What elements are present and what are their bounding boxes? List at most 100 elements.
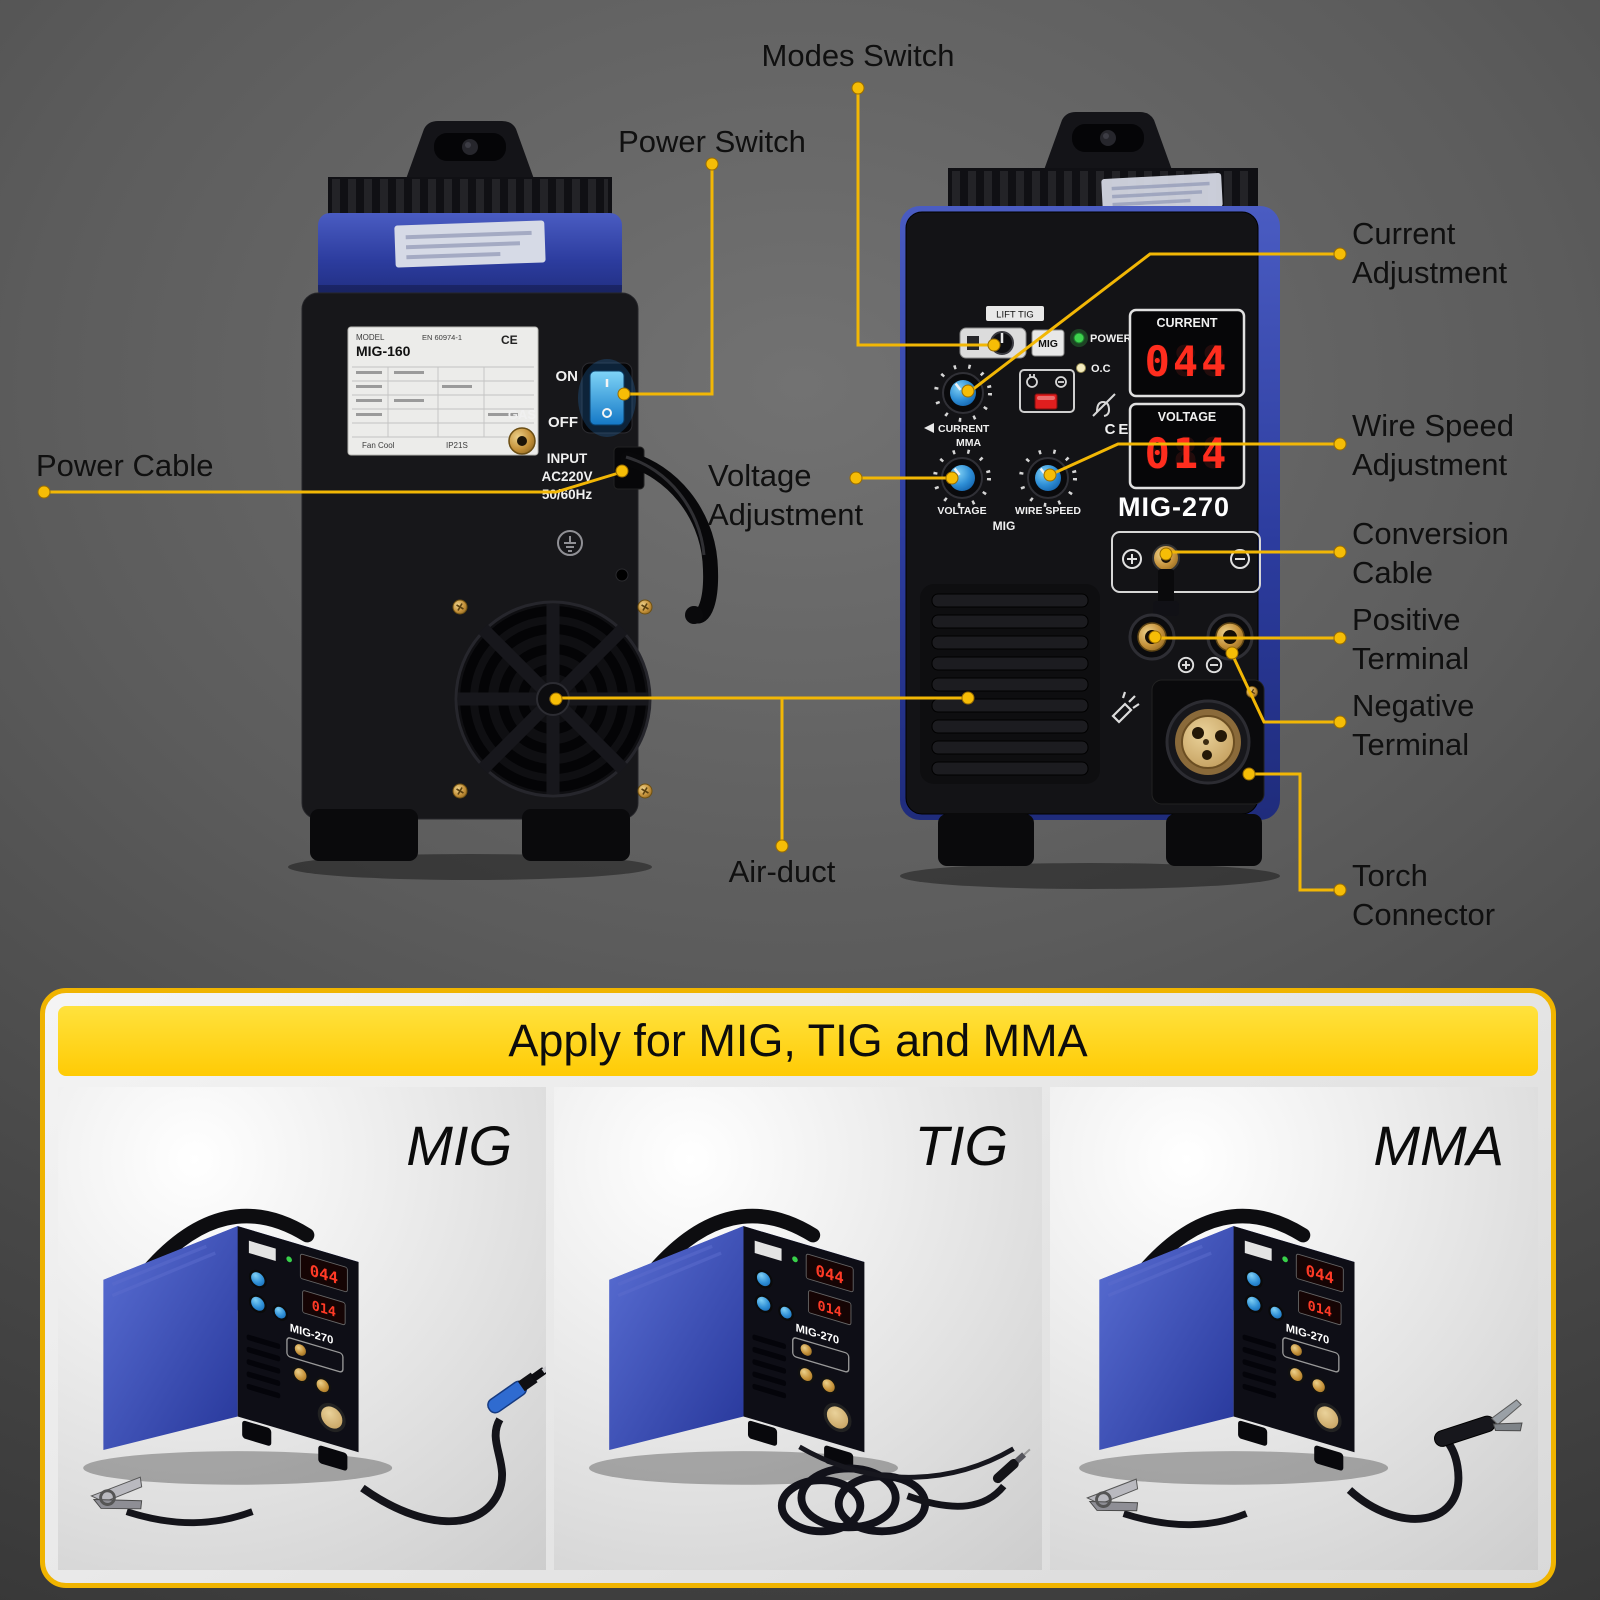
mig-switch-label: MIG (1038, 338, 1058, 350)
callout-voltage-adjustment: Voltage Adjustment (708, 456, 863, 534)
screw-icon (1245, 685, 1259, 699)
callout-line-2: Cable (1352, 555, 1433, 590)
oc-led-icon (1076, 363, 1086, 373)
callout-air-duct: Air-duct (728, 854, 836, 889)
power-led-label: POWER (1090, 333, 1132, 345)
svg-text:AC220V: AC220V (541, 469, 592, 484)
mode-photo-row: MIG (58, 1087, 1538, 1570)
welder-front-view: LIFT TIG MIG POWER O.C CURRENT 888 044 V… (900, 112, 1280, 889)
torch-spray-icon (1111, 691, 1140, 724)
ground-symbol-icon (557, 530, 583, 556)
wire-speed-knob-label: WIRE SPEED (1015, 505, 1081, 517)
callout-line-1: Voltage (708, 458, 812, 493)
gas-label: GAS (508, 407, 537, 422)
sticker-ip: IP21S (446, 441, 468, 450)
panel-title: Apply for MIG, TIG and MMA (58, 1006, 1538, 1076)
callout-line-2: Adjustment (1352, 255, 1508, 290)
screw-icon (637, 783, 653, 799)
top-sticker (394, 220, 546, 268)
apply-modes-panel: Apply for MIG, TIG and MMA MIG (40, 988, 1556, 1588)
screw-icon (452, 599, 468, 615)
power-rocker-switch: ON OFF (548, 359, 636, 437)
mma-knob-label: MMA (956, 437, 981, 449)
fan-grille-icon (454, 600, 652, 798)
on-label: ON (556, 368, 579, 385)
voltage-knob-label: VOLTAGE (937, 505, 986, 517)
mode-cell-tig: TIG (554, 1087, 1042, 1570)
svg-text:VOLTAGE: VOLTAGE (1158, 410, 1217, 424)
mig-mode-label: MIG (993, 519, 1016, 533)
mig-label: MIG (406, 1114, 512, 1177)
mma-label: MMA (1373, 1114, 1504, 1177)
callout-line-1: Torch (1352, 858, 1428, 893)
callout-line-2: Terminal (1352, 641, 1470, 676)
mma-icon (967, 336, 979, 350)
svg-text:INPUT: INPUT (547, 451, 588, 466)
plus-icon (1177, 656, 1195, 674)
callout-line-1: Conversion (1352, 516, 1509, 551)
callout-line-2: Adjustment (1352, 447, 1508, 482)
callout-line-1: Wire Speed (1352, 408, 1514, 443)
sticker-model: MIG-160 (356, 343, 411, 359)
input-rating-text: INPUT AC220V 50/60Hz (541, 451, 592, 502)
sticker-standard: EN 60974-1 (422, 333, 462, 342)
callout-negative-terminal: Negative Terminal (1352, 686, 1474, 764)
model-label: MIG-270 (1118, 492, 1230, 522)
svg-text:50/60Hz: 50/60Hz (542, 487, 593, 502)
callout-line-1: Current (1352, 216, 1456, 251)
plus-icon (1122, 549, 1142, 569)
voltage-display: VOLTAGE 888 014 (1128, 402, 1246, 490)
positive-terminal-icon (1128, 613, 1176, 661)
lift-tig-label: LIFT TIG (996, 310, 1034, 321)
callout-positive-terminal: Positive Terminal (1352, 600, 1469, 678)
off-label: OFF (548, 414, 578, 431)
electrode-holder-icon (1434, 1399, 1523, 1448)
callout-power-cable: Power Cable (36, 448, 214, 483)
foot (522, 809, 630, 861)
callout-line-1: Negative (1352, 688, 1475, 723)
arrow-left-icon (924, 423, 934, 433)
callout-torch-connector: Torch Connector (1352, 856, 1495, 934)
svg-text:014: 014 (1145, 429, 1230, 478)
red-button-icon (1034, 393, 1058, 410)
callout-wire-speed-adjustment: Wire Speed Adjustment (1352, 406, 1514, 484)
sticker-fan: Fan Cool (362, 441, 395, 450)
minus-icon (1230, 549, 1250, 569)
mode-cell-mma: MMA (1050, 1087, 1538, 1570)
callout-line-1: Positive (1352, 602, 1461, 637)
welder-back-view: MODEL MIG-160 EN 60974-1 CE Fan Cool IP2… (288, 121, 719, 880)
tig-photo (554, 1106, 1031, 1536)
carry-handle (1044, 112, 1172, 170)
ground-clamp-icon (90, 1476, 143, 1510)
gas-fitting-icon (508, 427, 536, 455)
air-duct-louvers (920, 584, 1100, 784)
ce-mark: CE (501, 333, 518, 347)
callout-current-adjustment: Current Adjustment (1352, 214, 1507, 292)
power-led-icon (1073, 332, 1085, 344)
callout-conversion-cable: Conversion Cable (1352, 514, 1509, 592)
current-knob-label: CURRENT (938, 423, 990, 435)
callout-power-switch: Power Switch (618, 124, 806, 159)
ce-mark: CE (1105, 421, 1132, 438)
sticker-model-label: MODEL (356, 333, 385, 342)
negative-terminal-icon (1206, 613, 1254, 661)
callout-line-2: Connector (1352, 897, 1496, 932)
screw-icon (452, 783, 468, 799)
callout-line-2: Terminal (1352, 727, 1470, 762)
svg-text:CURRENT: CURRENT (1156, 316, 1217, 330)
carry-handle (406, 121, 534, 179)
mig-torch-icon (487, 1365, 546, 1414)
no-hang-icon (1092, 393, 1116, 417)
screw-icon (637, 599, 653, 615)
mig-photo (58, 1106, 546, 1527)
foot (1166, 814, 1262, 866)
callout-modes-switch: Modes Switch (761, 38, 955, 73)
foot (938, 814, 1034, 866)
oc-led-label: O.C (1091, 363, 1111, 375)
tig-torch-icon (992, 1448, 1031, 1484)
current-display: CURRENT 888 044 (1128, 308, 1246, 398)
callout-line-2: Adjustment (708, 497, 864, 532)
svg-text:044: 044 (1145, 337, 1230, 386)
minus-icon (1205, 656, 1223, 674)
torch-connector-cluster (1151, 679, 1265, 805)
